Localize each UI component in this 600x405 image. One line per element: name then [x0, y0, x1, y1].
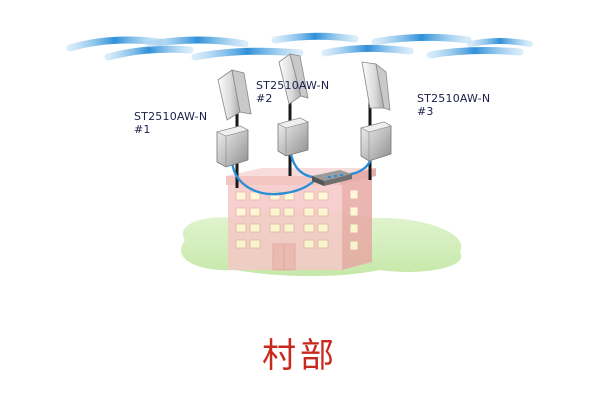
antenna-number-2: #2 [256, 92, 273, 105]
antenna-model-2: ST2510AW-N [256, 79, 330, 92]
network-switch-icon [312, 170, 352, 186]
sector-antenna-icon-1 [217, 69, 252, 121]
sector-antenna-icon-3 [361, 61, 391, 111]
antenna-number-1: #1 [134, 123, 151, 136]
antenna-label-3: ST2510AW-N #3 [417, 92, 490, 118]
antenna-label-1: ST2510AW-N #1 [134, 110, 207, 136]
wifi-wave-icon [66, 32, 533, 61]
sector-antenna-icon-2 [278, 53, 309, 105]
village-office-building-icon [226, 168, 376, 271]
wireless-bridge-icon-2 [277, 117, 309, 157]
antenna-model-3: ST2510AW-N [417, 92, 491, 105]
wireless-bridge-icon-3 [360, 121, 392, 162]
wireless-bridge-icon-1 [216, 125, 249, 168]
antenna-number-3: #3 [417, 105, 434, 118]
antenna-model-1: ST2510AW-N [134, 110, 208, 123]
location-caption: 村部 [262, 336, 338, 376]
antenna-label-2: ST2510AW-N #2 [256, 79, 329, 105]
